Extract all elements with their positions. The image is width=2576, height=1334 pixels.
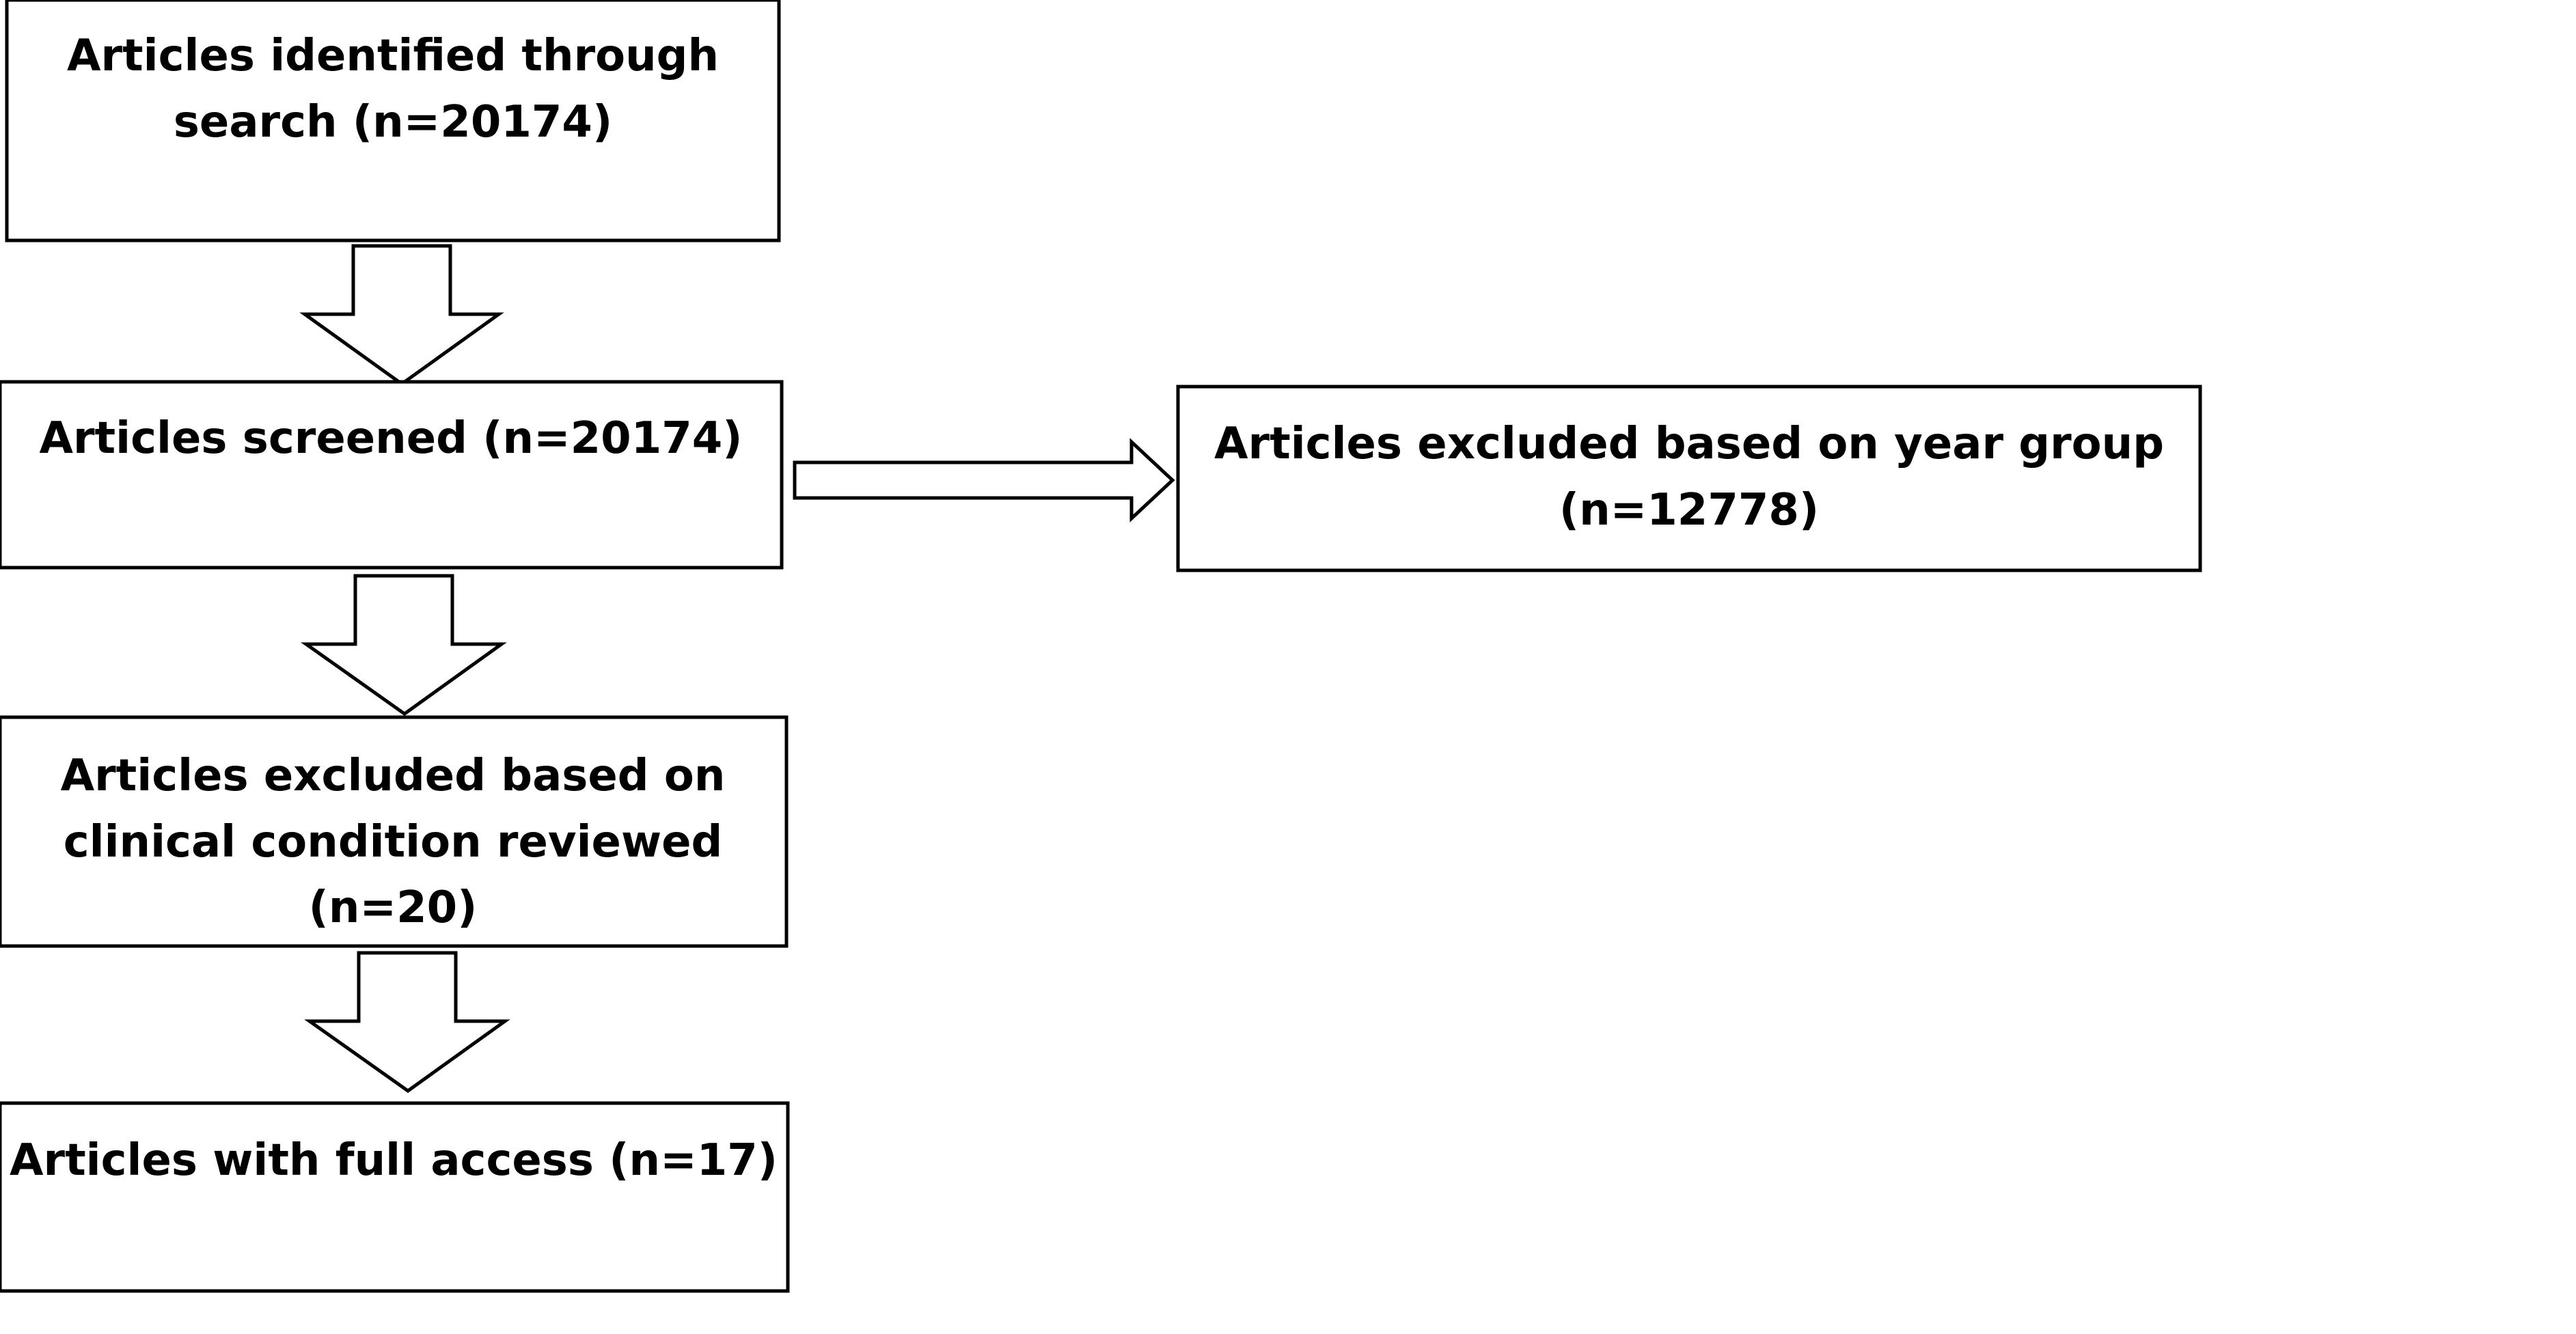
excluded-clinical-line-1: Articles excluded based on (61, 751, 726, 801)
full-access-line-1: Articles with full access (n=17) (10, 1135, 778, 1186)
excluded-clinical-line-2: clinical condition reviewed (64, 817, 723, 867)
excluded-year-line-1: Articles excluded based on year group (1214, 419, 2164, 469)
identified-box: Articles identified through search (n=20… (5, 0, 781, 242)
right-arrow (793, 438, 1175, 523)
identified-line-1: Articles identified through (67, 31, 719, 81)
excluded-year-box: Articles excluded based on year group (n… (1176, 385, 2202, 572)
down-arrow-3 (304, 951, 510, 1094)
down-arrow-2 (301, 574, 507, 717)
screened-line-1: Articles screened (n=20174) (39, 413, 742, 464)
excluded-clinical-box: Articles excluded based on clinical cond… (0, 715, 789, 948)
down-arrow-1 (299, 244, 504, 387)
full-access-box: Articles with full access (n=17) (0, 1101, 790, 1293)
excluded-year-line-2: (n=12778) (1559, 485, 1819, 536)
identified-line-2: search (n=20174) (174, 97, 612, 148)
screened-box: Articles screened (n=20174) (0, 380, 784, 570)
excluded-clinical-line-3: (n=20) (309, 883, 478, 933)
